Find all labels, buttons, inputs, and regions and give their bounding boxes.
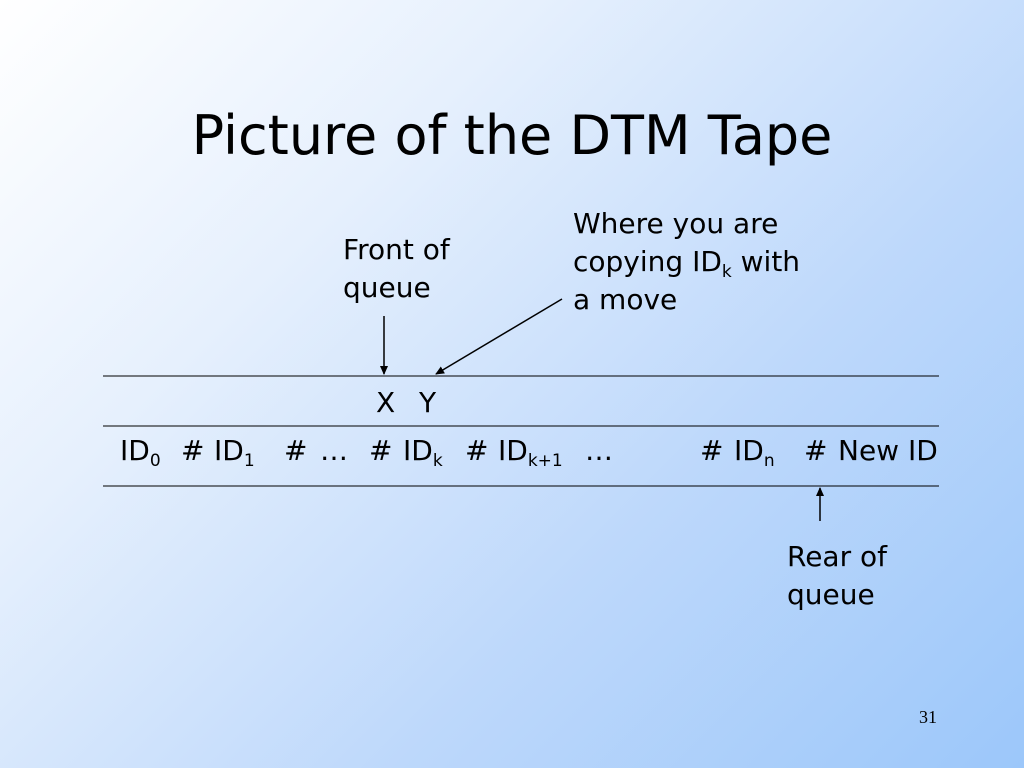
tape-idn: IDn xyxy=(734,434,775,471)
copy-label-sub: k xyxy=(721,262,732,282)
tape-new-id: New ID xyxy=(838,434,938,467)
tape-id1: ID1 xyxy=(214,434,255,471)
copy-position-arrow xyxy=(435,298,563,375)
rear-of-queue-label: Rear of queue xyxy=(787,538,887,614)
copy-label-line1: Where you are xyxy=(573,207,779,240)
copy-label-id: copying ID xyxy=(573,245,722,278)
marker-y: Y xyxy=(419,386,437,419)
tape-hash-2: # xyxy=(284,434,308,467)
slide-title: Picture of the DTM Tape xyxy=(191,104,833,167)
tape-hash-5: # xyxy=(700,434,724,467)
tape-hash-4: # xyxy=(465,434,489,467)
copy-label-with: with xyxy=(731,245,801,278)
tape-idk1: IDk+1 xyxy=(498,434,563,471)
tape-hash-1: # xyxy=(181,434,205,467)
rear-label-line1: Rear of xyxy=(787,540,887,573)
copy-label-line2: copying IDk with xyxy=(573,243,800,281)
rear-label-line2: queue xyxy=(787,578,875,611)
tape-ellipsis-1: … xyxy=(320,434,348,467)
tape-ellipsis-2: … xyxy=(585,434,613,467)
tape-idk: IDk xyxy=(403,434,443,471)
tape-id0: ID0 xyxy=(120,434,161,471)
front-label-line2: queue xyxy=(343,271,431,304)
tape-hash-3: # xyxy=(369,434,393,467)
copy-position-label: Where you are copying IDk with a move xyxy=(573,205,800,319)
page-number: 31 xyxy=(919,707,937,727)
front-label-line1: Front of xyxy=(343,233,450,266)
front-of-queue-label: Front of queue xyxy=(343,231,450,307)
copy-label-line3: a move xyxy=(573,283,678,316)
marker-x: X xyxy=(376,386,396,419)
tape-hash-6: # xyxy=(804,434,828,467)
